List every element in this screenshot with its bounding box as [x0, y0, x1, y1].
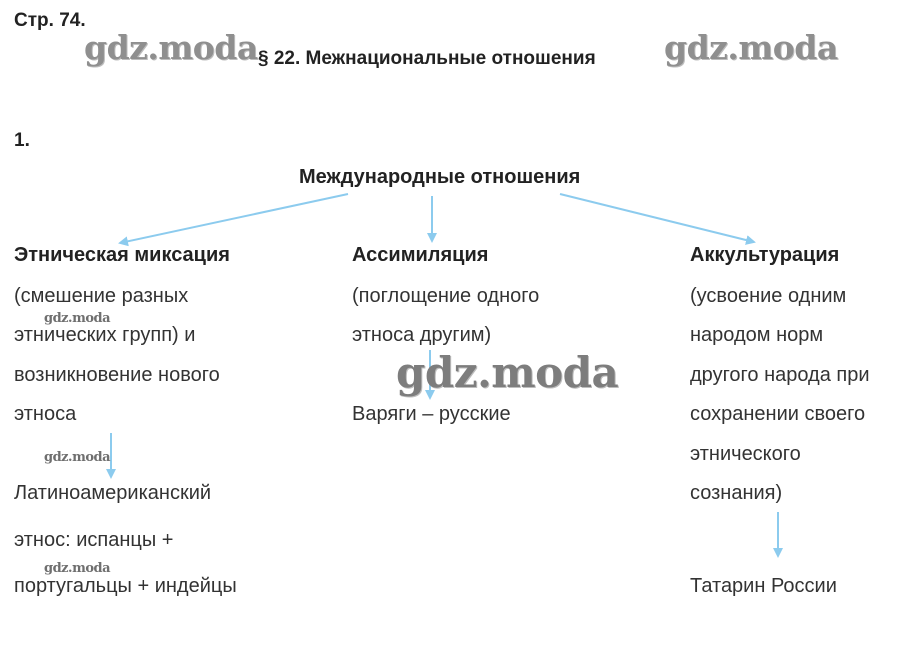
branch-description-line: народом норм [690, 324, 824, 346]
branch-example-line: португальцы + индейцы [14, 575, 237, 597]
branch-description-line: возникновение нового [14, 364, 220, 386]
branch-description-line: (поглощение одного [352, 285, 540, 307]
watermark: gdz.moda [44, 311, 111, 326]
page-number: Стр. 74. [14, 10, 86, 31]
branch-example-line: Варяги – русские [352, 403, 511, 425]
watermark: gdz.moda [84, 28, 258, 67]
branch-example-line: этнос: испанцы + [14, 529, 174, 551]
task-number: 1. [14, 130, 30, 151]
branch-description-line: (усвоение одним [690, 285, 847, 307]
branch-description-line: этноса другим) [352, 324, 492, 346]
section-title: § 22. Межнациональные отношения [258, 48, 596, 69]
branch-description-line: другого народа при [690, 364, 870, 386]
branch-description-line: этноса [14, 403, 77, 425]
arrow-root-to-acculturation [559, 193, 756, 245]
branch-example-line: Татарин России [690, 575, 837, 597]
branch-title-ethnic-mixing: Этническая миксация [14, 244, 230, 266]
watermark: gdz.moda [664, 28, 838, 67]
watermark: gdz.moda [396, 348, 619, 397]
branch-description-line: сознания) [690, 482, 783, 504]
branch-description-line: (смешение разных [14, 285, 189, 307]
watermark: gdz.moda [44, 561, 111, 576]
branch-description-line: сохранении своего [690, 403, 866, 425]
branch-description-line: этнических групп) и [14, 324, 196, 346]
branch-description-line: этнического [690, 443, 801, 465]
branch-title-acculturation: Аккультурация [690, 244, 840, 266]
branch-title-assimilation: Ассимиляция [352, 244, 489, 266]
branch-example-line: Латиноамериканский [14, 482, 212, 504]
root-node-international-relations: Международные отношения [299, 166, 581, 188]
arrow-root-to-mixing [118, 193, 349, 247]
watermark: gdz.moda [44, 450, 111, 465]
